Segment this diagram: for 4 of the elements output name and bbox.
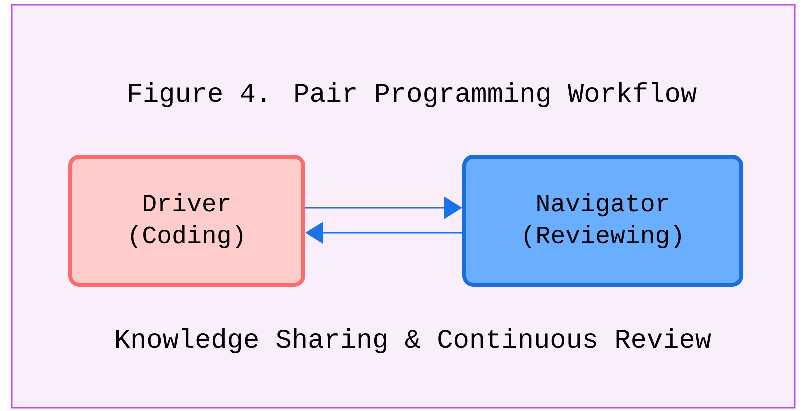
process-box: Navigator (Reviewing): [462, 155, 744, 287]
title: Figure 4. Pair Programming Workflow: [129, 82, 697, 108]
process-box: Driver (Coding): [68, 155, 306, 287]
caption: Knowledge Sharing & Continuous Review: [116, 328, 712, 354]
